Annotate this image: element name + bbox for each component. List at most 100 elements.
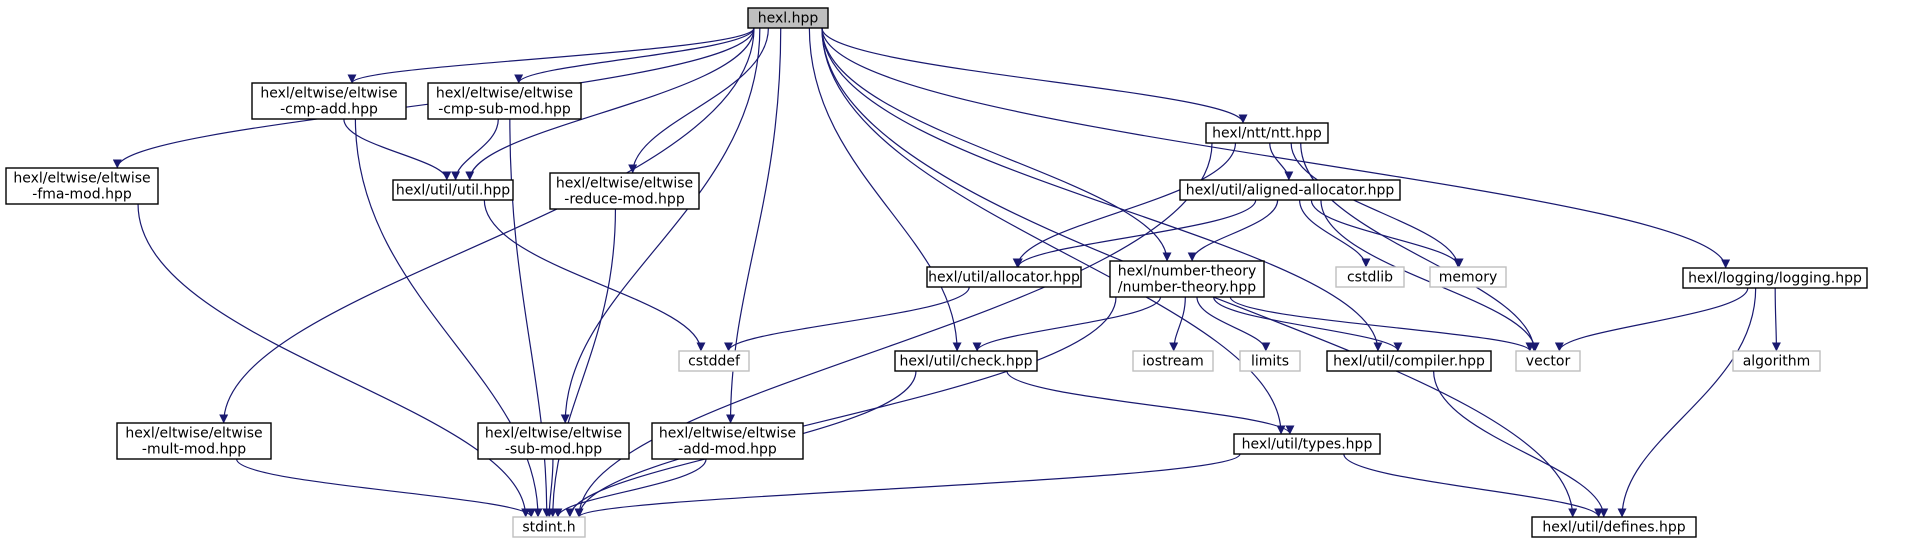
edge-ntt-to-memory	[1290, 142, 1463, 268]
node-box-util	[392, 179, 514, 201]
node-add-mod[interactable]: hexl/eltwise/eltwise-add-mod.hpp	[651, 422, 804, 460]
node-stdint: stdint.h	[512, 516, 586, 538]
node-logging[interactable]: hexl/logging/logging.hpp	[1682, 267, 1868, 289]
node-box-fma-mod	[5, 167, 159, 205]
node-algorithm: algorithm	[1732, 350, 1821, 372]
node-util[interactable]: hexl/util/util.hpp	[392, 179, 514, 201]
node-box-aligned-allocator	[1179, 179, 1401, 201]
node-label-sub-mod-1: -sub-mod.hpp	[505, 442, 602, 458]
node-vector: vector	[1515, 350, 1581, 372]
node-box-sub-mod	[477, 422, 630, 460]
edge-ntt-to-allocator	[1012, 142, 1237, 268]
node-box-reduce-mod	[549, 172, 700, 210]
node-fma-mod[interactable]: hexl/eltwise/eltwise-fma-mod.hpp	[5, 167, 159, 205]
node-box-number-theory	[1109, 260, 1265, 298]
edge-number-theory-to-check	[972, 296, 1162, 352]
node-limits: limits	[1239, 350, 1301, 372]
edge-root-to-util	[465, 27, 755, 181]
node-label-cmp-add-1: -cmp-add.hpp	[280, 102, 378, 118]
node-label-cmp-sub-mod-0: hexl/eltwise/eltwise	[436, 86, 573, 102]
edge-number-theory-to-iostream	[1169, 296, 1186, 352]
node-label-number-theory-1: /number-theory.hpp	[1118, 280, 1256, 296]
edge-compiler-to-defines	[1433, 370, 1609, 518]
node-label-util-0: hexl/util/util.hpp	[396, 183, 510, 199]
nodes-layer: hexl.hpphexl/eltwise/eltwise-cmp-add.hpp…	[5, 7, 1868, 538]
node-box-root	[747, 7, 829, 29]
node-label-check-0: hexl/util/check.hpp	[899, 354, 1032, 370]
edge-root-to-sub-mod	[560, 27, 761, 424]
edge-root-to-cmp-add	[347, 27, 755, 84]
node-box-add-mod	[651, 422, 804, 460]
edge-aligned-allocator-to-memory	[1310, 199, 1464, 268]
edge-logging-to-defines	[1617, 287, 1757, 518]
edge-logging-to-algorithm	[1771, 287, 1781, 352]
node-root[interactable]: hexl.hpp	[747, 7, 829, 29]
node-check[interactable]: hexl/util/check.hpp	[894, 350, 1038, 372]
node-label-compiler-0: hexl/util/compiler.hpp	[1333, 354, 1485, 370]
node-label-algorithm-0: algorithm	[1743, 354, 1811, 370]
edge-cmp-sub-mod-to-util	[451, 118, 499, 181]
node-types[interactable]: hexl/util/types.hpp	[1233, 433, 1381, 455]
node-label-mult-mod-1: -mult-mod.hpp	[142, 442, 246, 458]
node-box-compiler	[1326, 350, 1492, 372]
edge-root-to-compiler	[821, 27, 1383, 352]
edge-root-to-logging	[821, 27, 1731, 269]
node-compiler[interactable]: hexl/util/compiler.hpp	[1326, 350, 1492, 372]
node-label-iostream-0: iostream	[1142, 354, 1204, 370]
edge-aligned-allocator-to-number-theory	[1187, 199, 1279, 262]
node-box-stdint	[512, 516, 586, 538]
edge-root-to-number-theory	[821, 27, 1172, 262]
node-aligned-allocator[interactable]: hexl/util/aligned-allocator.hpp	[1179, 179, 1401, 201]
edge-number-theory-to-stdint	[574, 296, 1117, 518]
edge-cmp-add-to-stdint	[354, 118, 543, 518]
edge-add-mod-to-stdint	[553, 458, 707, 518]
node-box-allocator	[926, 266, 1082, 288]
node-cmp-sub-mod[interactable]: hexl/eltwise/eltwise-cmp-sub-mod.hpp	[427, 82, 582, 120]
edge-number-theory-to-vector	[1229, 296, 1535, 352]
node-sub-mod[interactable]: hexl/eltwise/eltwise-sub-mod.hpp	[477, 422, 630, 460]
edge-reduce-mod-to-stdint	[548, 208, 617, 518]
node-box-types	[1233, 433, 1381, 455]
node-label-stdint-0: stdint.h	[522, 520, 575, 536]
edge-check-to-types	[1006, 370, 1295, 435]
node-cmp-add[interactable]: hexl/eltwise/eltwise-cmp-add.hpp	[251, 82, 407, 120]
edge-aligned-allocator-to-allocator	[1013, 199, 1257, 268]
node-label-add-mod-1: -add-mod.hpp	[678, 442, 777, 458]
node-label-mult-mod-0: hexl/eltwise/eltwise	[125, 426, 262, 442]
node-cstddef: cstddef	[678, 350, 750, 372]
node-box-check	[894, 350, 1038, 372]
node-label-cmp-sub-mod-1: -cmp-sub-mod.hpp	[438, 102, 571, 118]
node-ntt[interactable]: hexl/ntt/ntt.hpp	[1205, 122, 1329, 144]
node-box-ntt	[1205, 122, 1329, 144]
node-label-cstddef-0: cstddef	[688, 354, 741, 370]
edge-root-to-check	[808, 27, 962, 352]
node-box-iostream	[1132, 350, 1214, 372]
node-box-limits	[1239, 350, 1301, 372]
edge-aligned-allocator-to-cstdlib	[1299, 199, 1371, 268]
node-label-cmp-add-0: hexl/eltwise/eltwise	[260, 86, 397, 102]
node-box-memory	[1429, 266, 1507, 288]
node-mult-mod[interactable]: hexl/eltwise/eltwise-mult-mod.hpp	[116, 422, 272, 460]
node-label-defines-0: hexl/util/defines.hpp	[1542, 520, 1685, 536]
node-allocator[interactable]: hexl/util/allocator.hpp	[926, 266, 1082, 288]
node-defines[interactable]: hexl/util/defines.hpp	[1531, 516, 1697, 538]
edge-mult-mod-to-stdint	[236, 458, 536, 518]
node-label-memory-0: memory	[1439, 270, 1498, 286]
node-box-cstdlib	[1335, 266, 1405, 288]
node-reduce-mod[interactable]: hexl/eltwise/eltwise-reduce-mod.hpp	[549, 172, 700, 210]
node-box-mult-mod	[116, 422, 272, 460]
node-box-algorithm	[1732, 350, 1821, 372]
edge-aligned-allocator-to-vector	[1320, 199, 1540, 352]
edge-util-to-cstddef	[483, 199, 706, 352]
node-box-logging	[1682, 267, 1868, 289]
edge-cmp-add-to-util	[343, 118, 452, 181]
node-box-cstddef	[678, 350, 750, 372]
node-label-allocator-0: hexl/util/allocator.hpp	[928, 270, 1080, 286]
edge-root-to-types	[821, 27, 1286, 435]
edge-ntt-to-aligned-allocator	[1269, 142, 1294, 181]
edge-types-to-stdint	[574, 453, 1241, 518]
node-number-theory[interactable]: hexl/number-theory/number-theory.hpp	[1109, 260, 1265, 298]
node-label-cstdlib-0: cstdlib	[1347, 270, 1393, 286]
edge-root-to-mult-mod	[219, 27, 755, 424]
